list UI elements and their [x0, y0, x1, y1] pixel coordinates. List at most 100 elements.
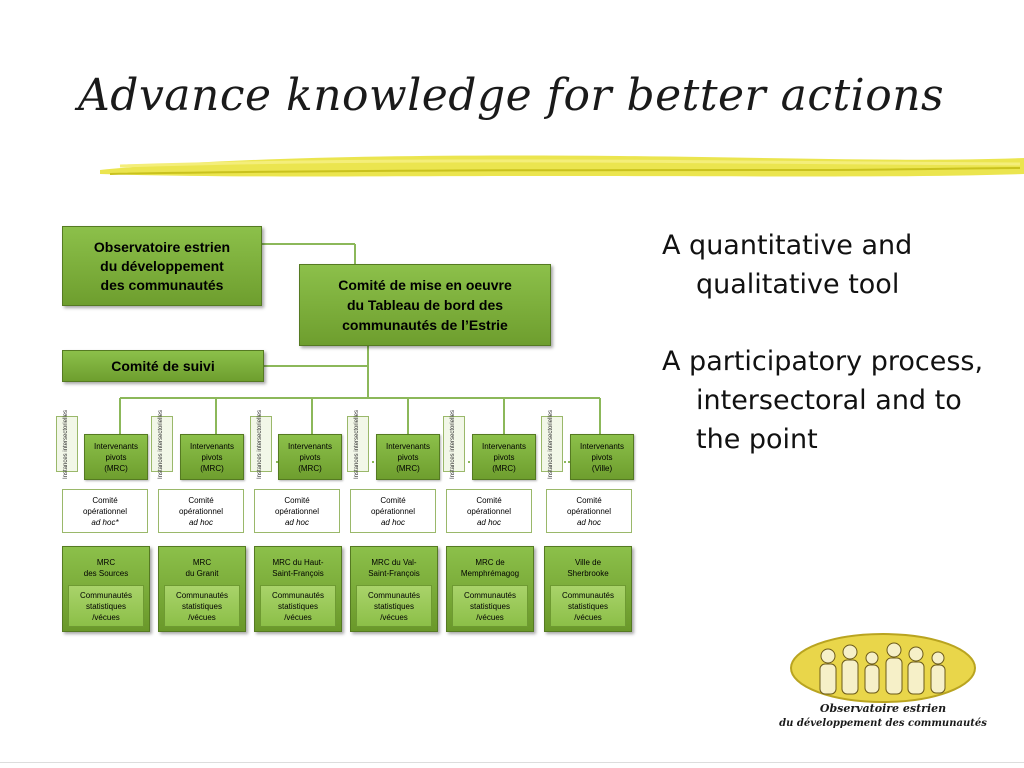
pivots-line: Intervenants: [93, 441, 139, 451]
ops-line: ad hoc: [476, 517, 502, 527]
comite-mise-en-oeuvre-box: Comité de mise en oeuvre du Tableau de b…: [299, 264, 551, 346]
slide-title: Advance knowledge for better actions: [78, 70, 945, 121]
pivots-line: (MRC): [200, 463, 224, 473]
ops-line: ad hoc*: [91, 517, 119, 527]
mrc-name-line: MRC du Haut-: [272, 558, 324, 567]
mrc-name-line: MRC de: [475, 558, 505, 567]
pivots-line: pivots: [591, 452, 613, 462]
logo-text-line-2: du développement des communautés: [779, 718, 987, 729]
mrc-name-line: Ville de: [574, 558, 602, 567]
communities-line: Communautés: [463, 590, 517, 600]
comite-line-3: communautés de l’Estrie: [342, 317, 508, 333]
pivots-line: Intervenants: [385, 441, 431, 451]
yellow-brush-stroke: [100, 155, 1024, 177]
communities-line: /vécues: [188, 612, 216, 622]
communities-line: /vécues: [574, 612, 602, 622]
operational-committee-box: Comité opérationnel ad hoc: [254, 489, 340, 533]
ops-line: opérationnel: [178, 506, 224, 516]
observatoire-line-2: du développement: [100, 257, 224, 274]
ops-line: Comité: [476, 495, 502, 505]
instances-box: Instances intersectorielles: [56, 409, 78, 479]
ops-line: Comité: [576, 495, 602, 505]
instances-label: Instances intersectorielles: [354, 409, 361, 479]
communities-line: Communautés: [561, 590, 615, 600]
bottom-divider: [0, 762, 1024, 763]
ops-line: opérationnel: [370, 506, 416, 516]
mrc-name-line: MRC: [192, 558, 212, 567]
pivots-box: Intervenants pivots (Ville): [570, 434, 634, 480]
ops-line: opérationnel: [82, 506, 128, 516]
ops-line: Comité: [188, 495, 214, 505]
observatoire-logo: Observatoire estrien du développement de…: [770, 628, 996, 740]
communities-line: Communautés: [175, 590, 229, 600]
communities-line: /vécues: [476, 612, 504, 622]
pivots-line: pivots: [493, 452, 515, 462]
operational-committee-box: Comité opérationnel ad hoc: [350, 489, 436, 533]
pivots-box: Intervenants pivots (MRC): [278, 434, 342, 480]
operational-committee-box: Comité opérationnel ad hoc: [446, 489, 532, 533]
mrc-name-line: MRC: [96, 558, 116, 567]
communities-line: Communautés: [79, 590, 133, 600]
instances-box: Instances intersectorielles: [347, 409, 369, 479]
ops-line: opérationnel: [566, 506, 612, 516]
pivots-line: (MRC): [492, 463, 516, 473]
comite-de-suivi-box: Comité de suivi: [62, 350, 264, 382]
communities-line: Communautés: [271, 590, 325, 600]
communities-line: statistiques: [373, 601, 415, 611]
pivots-line: pivots: [105, 452, 127, 462]
pivots-box: Intervenants pivots (MRC): [472, 434, 536, 480]
comite-line-2: du Tableau de bord des: [346, 297, 504, 313]
pivots-line: pivots: [397, 452, 419, 462]
instances-label: Instances intersectorielles: [548, 409, 555, 479]
instances-label: Instances intersectorielles: [450, 409, 457, 479]
ops-line: Comité: [284, 495, 310, 505]
instances-label: Instances intersectorielles: [158, 409, 165, 479]
instances-label: Instances intersectorielles: [257, 409, 264, 479]
communities-line: statistiques: [567, 601, 609, 611]
operational-committee-box: Comité opérationnel ad hoc: [158, 489, 244, 533]
pivots-line: (MRC): [298, 463, 322, 473]
ops-line: ad hoc: [576, 517, 602, 527]
pivots-line: Intervenants: [481, 441, 527, 451]
communities-line: Communautés: [367, 590, 421, 600]
instances-label: Instances intersectorielles: [63, 409, 70, 479]
pivots-line: (MRC): [104, 463, 128, 473]
mrc-name-line: MRC du Val-: [371, 558, 417, 567]
pivots-box: Intervenants pivots (MRC): [84, 434, 148, 480]
ops-line: ad hoc: [380, 517, 406, 527]
logo-text-line-1: Observatoire estrien: [819, 702, 947, 715]
pivots-box: Intervenants pivots (MRC): [376, 434, 440, 480]
ops-line: ad hoc: [284, 517, 310, 527]
comite-line-1: Comité de mise en oeuvre: [338, 277, 512, 293]
operational-committee-box: Comité opérationnel ad hoc: [546, 489, 632, 533]
observatoire-box: Observatoire estrien du développement de…: [62, 226, 262, 306]
communities-line: /vécues: [380, 612, 408, 622]
ops-line: opérationnel: [466, 506, 512, 516]
instances-box: Instances intersectorielles: [541, 409, 563, 479]
communities-line: /vécues: [284, 612, 312, 622]
mrc-name-line: Memphrémagog: [460, 569, 520, 578]
mrc-name-line: Saint-François: [368, 569, 420, 578]
ops-line: opérationnel: [274, 506, 320, 516]
instances-box: Instances intersectorielles: [443, 409, 465, 479]
ops-line: Comité: [380, 495, 406, 505]
communities-line: statistiques: [85, 601, 127, 611]
communities-line: statistiques: [181, 601, 223, 611]
pivots-line: Intervenants: [189, 441, 235, 451]
pivots-line: (Ville): [591, 463, 613, 473]
pivots-box: Intervenants pivots (MRC): [180, 434, 244, 480]
pivots-line: (MRC): [396, 463, 420, 473]
communities-line: statistiques: [277, 601, 319, 611]
logo-people-illustration: [790, 633, 976, 703]
instances-box: Instances intersectorielles: [250, 409, 272, 479]
